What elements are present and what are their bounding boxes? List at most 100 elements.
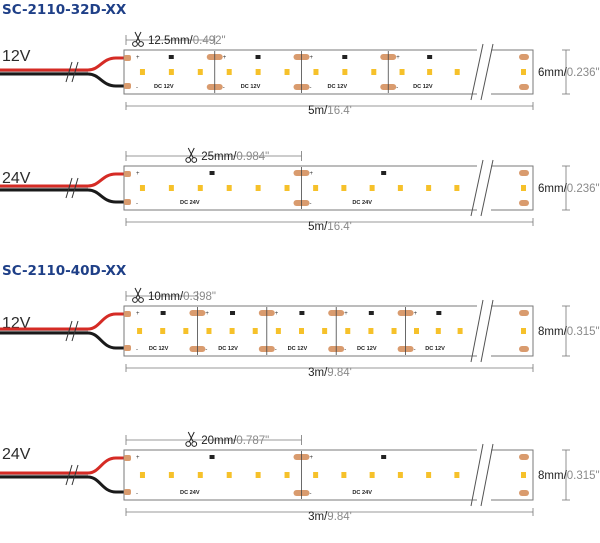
- led-chip: [435, 328, 441, 334]
- resistor-icon: [381, 171, 387, 175]
- length-ft: 16.4': [327, 105, 352, 117]
- red-wire: [0, 56, 126, 72]
- width-in: 0.236": [567, 183, 600, 195]
- separator: /: [564, 67, 568, 79]
- plus-marker: +: [136, 455, 140, 461]
- led-chip: [391, 328, 397, 334]
- led-chip: [369, 472, 375, 478]
- solder-pad: [519, 200, 529, 206]
- led-chip: [414, 328, 419, 334]
- minus-marker: -: [310, 201, 312, 207]
- separator: /: [324, 367, 328, 379]
- dc-label: DC 12V: [425, 346, 445, 352]
- resistor-icon: [209, 171, 215, 175]
- width-in: 0.315": [567, 470, 600, 482]
- minus-marker: -: [275, 347, 277, 353]
- minus-marker: -: [396, 85, 398, 91]
- plus-marker: +: [136, 55, 140, 61]
- length-label: 5m/16.4': [308, 221, 352, 233]
- minus-marker: -: [310, 491, 312, 497]
- plus-marker: +: [136, 171, 140, 177]
- solder-pad: [519, 170, 529, 176]
- length-label: 3m/9.84': [308, 511, 352, 523]
- led-chip: [168, 185, 174, 191]
- resistor-icon: [299, 311, 305, 315]
- wire-break-mark: [65, 177, 73, 199]
- plus-marker: +: [205, 311, 209, 317]
- red-wire: [0, 456, 126, 475]
- scissors-icon: [185, 147, 198, 163]
- cut-interval-label: 12.5mm/0.492": [148, 35, 226, 47]
- strip-body: [123, 49, 534, 95]
- strip-body: [123, 165, 534, 211]
- plus-marker: +: [310, 455, 314, 461]
- led-strip: 12.5mm/0.492"5m/16.4'6mm/0.236": [0, 31, 600, 117]
- led-chip: [313, 185, 319, 191]
- led-chip: [521, 69, 526, 75]
- led-chip: [521, 472, 526, 478]
- solder-pad: [124, 345, 131, 351]
- strip-break-gap: [477, 300, 491, 362]
- resistor-icon: [427, 55, 433, 59]
- red-wire: [0, 312, 126, 331]
- led-chip: [206, 328, 212, 334]
- led-chip: [454, 472, 460, 478]
- separator: /: [190, 35, 194, 47]
- led-chip: [454, 185, 460, 191]
- cut-interval-mm: 12.5mm: [148, 35, 190, 47]
- led-chip: [521, 328, 526, 334]
- dc-label: DC 24V: [352, 200, 372, 206]
- led-chip: [342, 69, 348, 75]
- strip-break-gap: [477, 444, 491, 506]
- resistor-icon: [436, 311, 442, 315]
- led-chip: [160, 328, 166, 334]
- led-chip: [426, 185, 432, 191]
- plus-marker: +: [136, 311, 140, 317]
- wire-break-mark: [71, 61, 79, 83]
- wire-break-mark: [65, 61, 73, 83]
- minus-marker: -: [136, 85, 138, 91]
- strip-break-mark: [470, 443, 484, 507]
- model-title: SC-2110-40D-XX: [2, 263, 127, 279]
- width-label: 8mm/0.315": [538, 326, 600, 338]
- separator: /: [564, 326, 568, 338]
- separator: /: [324, 105, 328, 117]
- plus-marker: +: [275, 311, 279, 317]
- solder-pad: [124, 55, 131, 61]
- model-title: SC-2110-32D-XX: [2, 2, 127, 18]
- cut-interval-in: 0.398": [183, 291, 216, 303]
- wire-break-mark: [71, 320, 79, 342]
- wire-break-mark: [65, 464, 73, 486]
- width-label: 6mm/0.236": [538, 183, 600, 195]
- length-label: 5m/16.4': [308, 105, 352, 117]
- resistor-icon: [168, 55, 174, 59]
- strip-break-mark: [480, 43, 494, 101]
- led-chip: [313, 472, 319, 478]
- solder-pad: [519, 84, 529, 90]
- minus-marker: -: [205, 347, 207, 353]
- cut-interval-mm: 25mm: [201, 151, 233, 163]
- voltage-label: 12V: [2, 48, 31, 65]
- minus-marker: -: [344, 347, 346, 353]
- led-chip: [168, 69, 174, 75]
- strip-break-gap: [477, 160, 491, 216]
- led-chip: [183, 328, 189, 334]
- led-chip: [226, 472, 232, 478]
- led-chip: [454, 69, 460, 75]
- led-chip: [255, 69, 261, 75]
- cut-interval-mm: 20mm: [201, 435, 233, 447]
- plus-marker: +: [223, 55, 227, 61]
- led-chip: [168, 472, 174, 478]
- led-strip: 20mm/0.787"3m/9.84'8mm/0.315": [0, 431, 600, 523]
- cut-interval-mm: 10mm: [148, 291, 180, 303]
- led-chip: [371, 69, 377, 75]
- dc-label: DC 12V: [413, 84, 433, 90]
- solder-pad: [124, 199, 131, 205]
- black-wire: [0, 72, 126, 88]
- led-chip: [275, 328, 281, 334]
- led-chip: [369, 185, 375, 191]
- strip-break-mark: [480, 299, 494, 363]
- led-chip: [397, 185, 403, 191]
